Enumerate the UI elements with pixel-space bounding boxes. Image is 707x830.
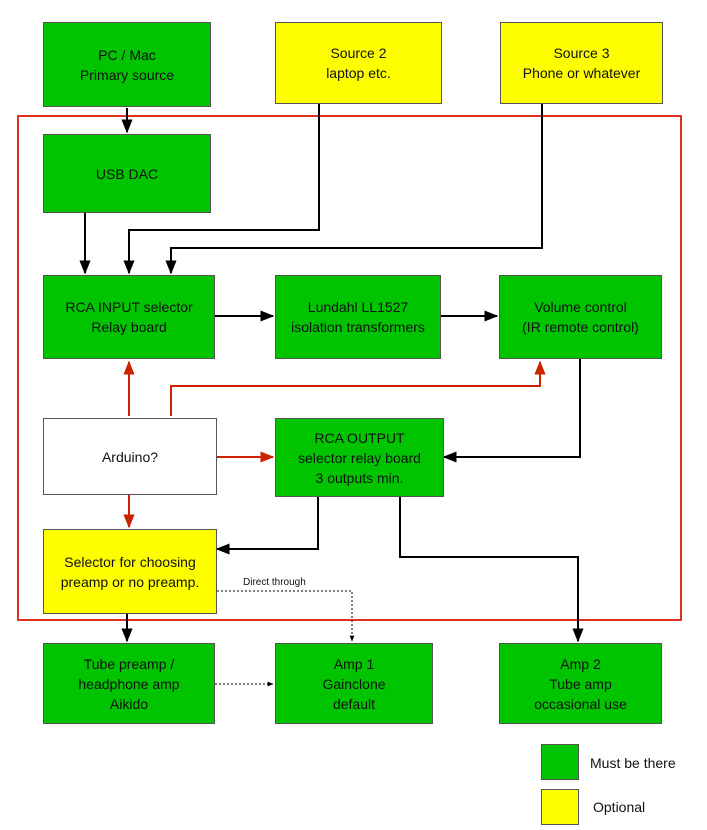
node-amp-2-line-1: Amp 2 [560,655,601,672]
legend-swatch-optional [541,789,579,825]
node-arduino-line-1: Arduino? [101,448,159,465]
node-source-2-line-2: laptop etc. [326,65,391,81]
node-lundahl-line-2: isolation transformers [291,319,425,335]
node-pc-mac: PC / Mac Primary source [43,22,211,107]
node-amp-2-line-2: Tube amp [549,675,612,692]
connector-rca-output-to-selector [215,497,319,555]
node-tube-preamp-line-2: headphone amp [78,675,180,692]
node-volume-line-2: (IR remote control) [522,319,639,335]
node-pc-mac-line-1: PC / Mac [98,46,156,63]
node-selector-line-1: Selector for choosing [64,553,196,570]
connector-source3-to-rca-input [165,104,543,275]
node-preamp-selector: Selector for choosing preamp or no pream… [43,529,217,614]
connector-direct-through [217,590,355,642]
node-volume-control: Volume control (IR remote control) [499,275,662,359]
node-tube-preamp: Tube preamp / headphone amp Aikido [43,643,215,724]
node-source-2: Source 2 laptop etc. [275,22,442,104]
node-rca-output-line-3: 3 outputs min. [315,469,404,486]
node-amp-1-line-3: default [332,695,376,712]
node-selector-line-2: preamp or no preamp. [60,573,200,590]
node-source-3: Source 3 Phone or whatever [500,22,663,104]
node-usb-dac: USB DAC [43,134,211,213]
node-amp-2: Amp 2 Tube amp occasional use [499,643,662,724]
node-amp-1-line-1: Amp 1 [333,655,375,672]
node-rca-input-line-1: RCA INPUT selector [65,299,193,315]
node-tube-preamp-line-1: Tube preamp / [83,655,175,672]
connector-source2-to-rca-input [123,104,320,275]
node-rca-output-selector: RCA OUTPUT selector relay board 3 output… [275,418,444,497]
node-usb-dac-line-1: USB DAC [95,165,159,182]
node-lundahl-line-1: Lundahl LL1527 [307,299,409,315]
node-pc-mac-line-2: Primary source [79,66,175,83]
edge-label-direct-through: Direct through [243,577,306,588]
node-amp-1: Amp 1 Gainclone default [275,643,433,724]
node-rca-input-line-2: Relay board [91,319,167,335]
node-source-2-line-1: Source 2 [330,45,387,61]
legend-swatch-must [541,744,579,780]
node-tube-preamp-line-3: Aikido [109,695,149,712]
node-amp-1-line-2: Gainclone [322,675,386,692]
node-volume-line-1: Volume control [534,299,627,315]
node-source-3-line-1: Source 3 [553,45,610,61]
connector-volume-to-rca-output [442,359,581,463]
control-arduino-to-volume [170,360,546,416]
node-rca-output-line-1: RCA OUTPUT [314,429,405,446]
node-amp-2-line-3: occasional use [534,695,627,712]
node-lundahl-transformers: Lundahl LL1527 isolation transformers [275,275,441,359]
connector-rca-output-to-amp2 [399,497,584,643]
legend-label-must: Must be there [590,755,676,771]
enclosure-boundary [17,115,682,621]
node-arduino: Arduino? [43,418,217,495]
legend-label-optional: Optional [593,799,646,815]
node-rca-input-selector: RCA INPUT selector Relay board [43,275,215,359]
node-source-3-line-2: Phone or whatever [522,65,641,81]
node-rca-output-line-2: selector relay board [298,449,421,466]
